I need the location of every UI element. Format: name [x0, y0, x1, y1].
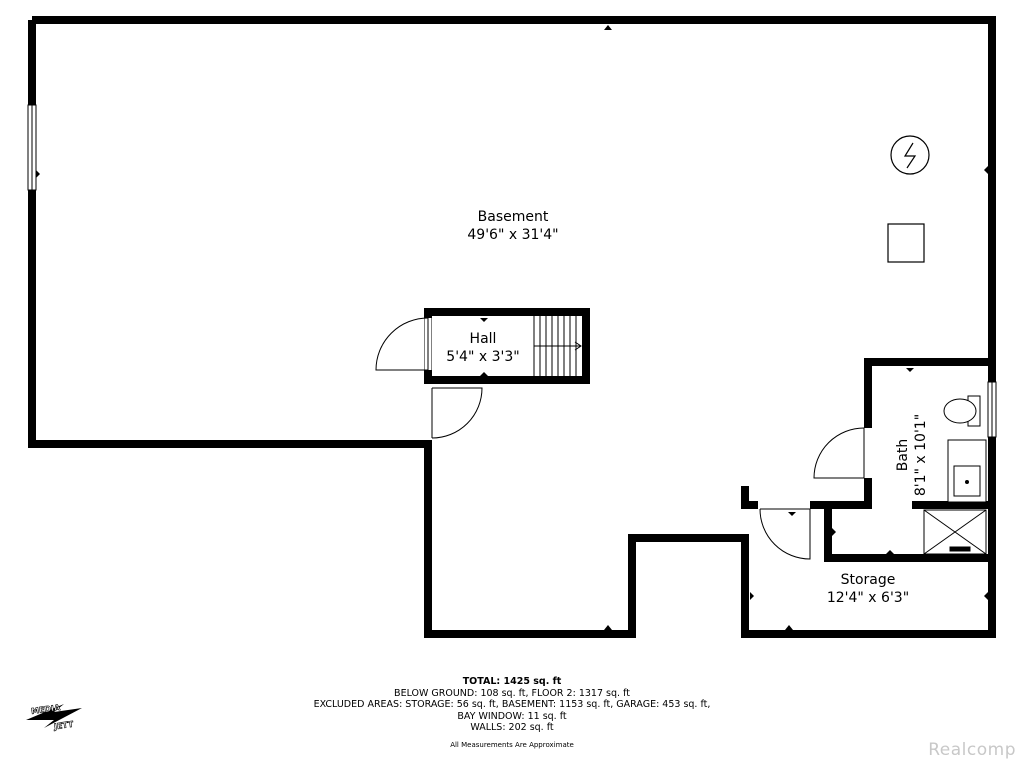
basement-dims: 49'6" x 31'4" — [467, 227, 558, 243]
realcomp-watermark: Realcomp — [928, 740, 1016, 760]
measurement-note: All Measurements Are Approximate — [450, 740, 574, 749]
area-line-3: BAY WINDOW: 11 sq. ft — [457, 710, 567, 722]
bath-dims: 8'1" x 10'1" — [913, 414, 929, 496]
basement-left-wall — [28, 20, 996, 638]
toilet-icon — [943, 395, 981, 427]
sink-icon — [947, 439, 987, 503]
media-jett-logo: MEDIA JETT — [26, 703, 82, 732]
circle-lightning-icon — [890, 135, 930, 175]
basement-outer-wall — [32, 16, 996, 509]
storage-name: Storage — [841, 572, 896, 588]
storage-dims: 12'4" x 6'3" — [827, 590, 909, 606]
left-window — [27, 104, 37, 191]
area-line-2: EXCLUDED AREAS: STORAGE: 56 sq. ft, BASE… — [313, 699, 711, 710]
shower-icon — [923, 509, 987, 555]
square-appliance-icon — [887, 223, 925, 263]
total-area: TOTAL: 1425 sq. ft — [462, 676, 562, 687]
bath-name: Bath — [895, 439, 911, 472]
floor-plan: Basement 49'6" x 31'4" Hall 5'4" x 3'3" … — [27, 16, 997, 638]
stairs-icon — [533, 316, 582, 376]
storage-inner-wall — [824, 505, 992, 562]
basement-name: Basement — [478, 209, 549, 225]
area-line-1: BELOW GROUND: 108 sq. ft, FLOOR 2: 1317 … — [394, 687, 630, 699]
area-line-4: WALLS: 202 sq. ft — [470, 722, 554, 733]
hall-door — [375, 317, 432, 371]
bath-window — [987, 381, 997, 438]
logo-text-media: MEDIA — [31, 703, 62, 716]
bath-door — [813, 427, 872, 479]
area-summary: TOTAL: 1425 sq. ft BELOW GROUND: 108 sq.… — [300, 676, 724, 751]
hall-dims: 5'4" x 3'3" — [446, 349, 519, 365]
dimension-markers — [36, 25, 988, 630]
walls — [28, 16, 996, 638]
hall-name: Hall — [470, 331, 497, 347]
logo-text-jett: JETT — [52, 720, 74, 732]
lower-hall-door — [424, 387, 483, 439]
storage-door — [758, 501, 811, 560]
